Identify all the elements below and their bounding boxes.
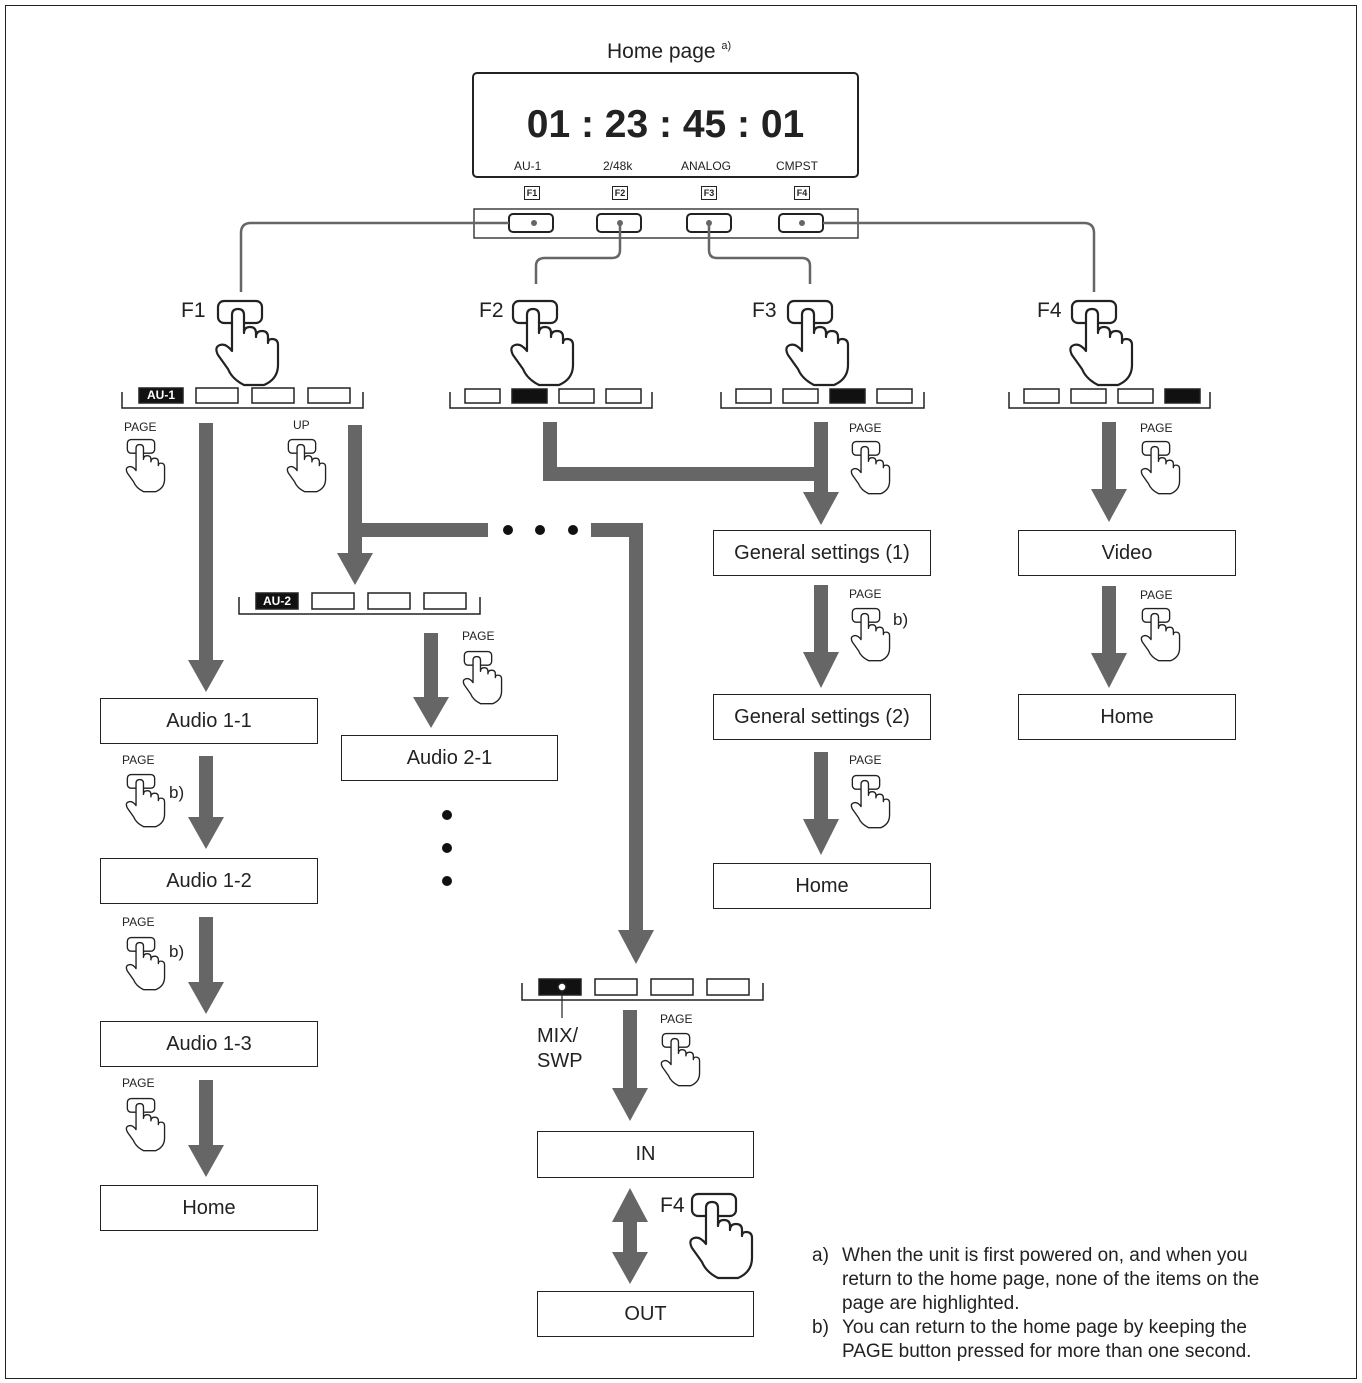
hand-page-icon: [850, 774, 891, 829]
hand-page-icon: [462, 650, 503, 705]
softkey-label-3: ANALOG: [681, 159, 732, 173]
page-caption: PAGE: [849, 421, 882, 435]
f1-indicator: [121, 387, 364, 409]
home-page-title: Home page a): [607, 40, 732, 63]
note-b-marker: b): [169, 942, 185, 961]
screen-home-f1: Home: [100, 1185, 318, 1231]
page-caption: PAGE: [849, 753, 882, 767]
hand-page-icon: [1140, 440, 1181, 495]
mix-swp-label: MIX/ SWP: [537, 1025, 583, 1072]
page-caption: PAGE: [122, 1076, 155, 1090]
hand-page-icon: [125, 1097, 166, 1152]
f3-label: F3: [752, 299, 777, 322]
diagram-frame: [5, 5, 1357, 1379]
au2-indicator: [238, 592, 481, 615]
fkey-marker-2: F2: [612, 186, 628, 200]
f2-indicator: [449, 388, 653, 409]
note-b-marker: b): [169, 783, 185, 802]
hand-page-icon: [125, 438, 166, 493]
page-caption: PAGE: [122, 753, 155, 767]
page-caption: PAGE: [124, 420, 157, 434]
page-caption: PAGE: [1140, 588, 1173, 602]
f4-label: F4: [1037, 299, 1062, 322]
page-caption: PAGE: [849, 587, 882, 601]
page-caption: PAGE: [122, 915, 155, 929]
up-caption: UP: [293, 418, 310, 432]
f3-indicator: [720, 388, 925, 409]
hand-page-icon: [850, 440, 891, 495]
timecode-display: 01 : 23 : 45 : 01: [526, 103, 805, 146]
footnote-b: b) You can return to the home page by ke…: [812, 1317, 1252, 1362]
screen-general-settings-1: General settings (1): [713, 530, 931, 576]
footnote-a: a) When the unit is first powered on, an…: [812, 1245, 1260, 1314]
hand-page-icon: [850, 607, 891, 662]
mix-indicator: [521, 978, 764, 1018]
f4-indicator: [1008, 388, 1211, 409]
page-caption: PAGE: [462, 629, 495, 643]
f1-label: F1: [181, 299, 206, 322]
hand-page-icon: [1140, 607, 1181, 662]
screen-audio-2-1: Audio 2-1: [341, 735, 558, 781]
screen-video: Video: [1018, 530, 1236, 576]
screen-out: OUT: [537, 1291, 754, 1337]
connector-lines: [239, 220, 1096, 292]
screen-audio-1-2: Audio 1-2: [100, 858, 318, 904]
screen-audio-1-3: Audio 1-3: [100, 1021, 318, 1067]
hand-press-f3-icon: [785, 299, 850, 387]
fkey-marker-1: F1: [524, 186, 540, 200]
screen-home-f3: Home: [713, 863, 931, 909]
hand-press-f4-toggle-icon: [689, 1192, 754, 1280]
hand-press-f2-icon: [510, 299, 575, 387]
hand-page-icon: [125, 773, 166, 828]
screen-home-f4: Home: [1018, 694, 1236, 740]
f4-toggle-label: F4: [660, 1194, 685, 1217]
softkey-label-2: 2/48k: [603, 159, 633, 173]
note-b-marker: b): [893, 610, 909, 629]
page-caption: PAGE: [660, 1012, 693, 1026]
ellipsis-dots: [442, 525, 578, 886]
hand-page-icon: [660, 1032, 701, 1087]
hand-press-f4-icon: [1069, 299, 1134, 387]
fkey-marker-3: F3: [701, 186, 717, 200]
hand-page-icon: [125, 936, 166, 991]
flow-arrows: [188, 422, 1127, 1284]
softkey-label-1: AU-1: [514, 159, 542, 173]
hand-up-icon: [286, 438, 327, 493]
fkey-marker-4: F4: [794, 186, 810, 200]
softkey-label-4: CMPST: [776, 159, 818, 173]
page-caption: PAGE: [1140, 421, 1173, 435]
home-display: [472, 72, 859, 178]
screen-in: IN: [537, 1131, 754, 1178]
screen-general-settings-2: General settings (2): [713, 694, 931, 740]
f2-label: F2: [479, 299, 504, 322]
au1-tag: AU-1: [146, 388, 175, 402]
screen-audio-1-1: Audio 1-1: [100, 698, 318, 744]
au2-tag: AU-2: [262, 594, 291, 608]
hand-press-f1-icon: [215, 299, 280, 387]
